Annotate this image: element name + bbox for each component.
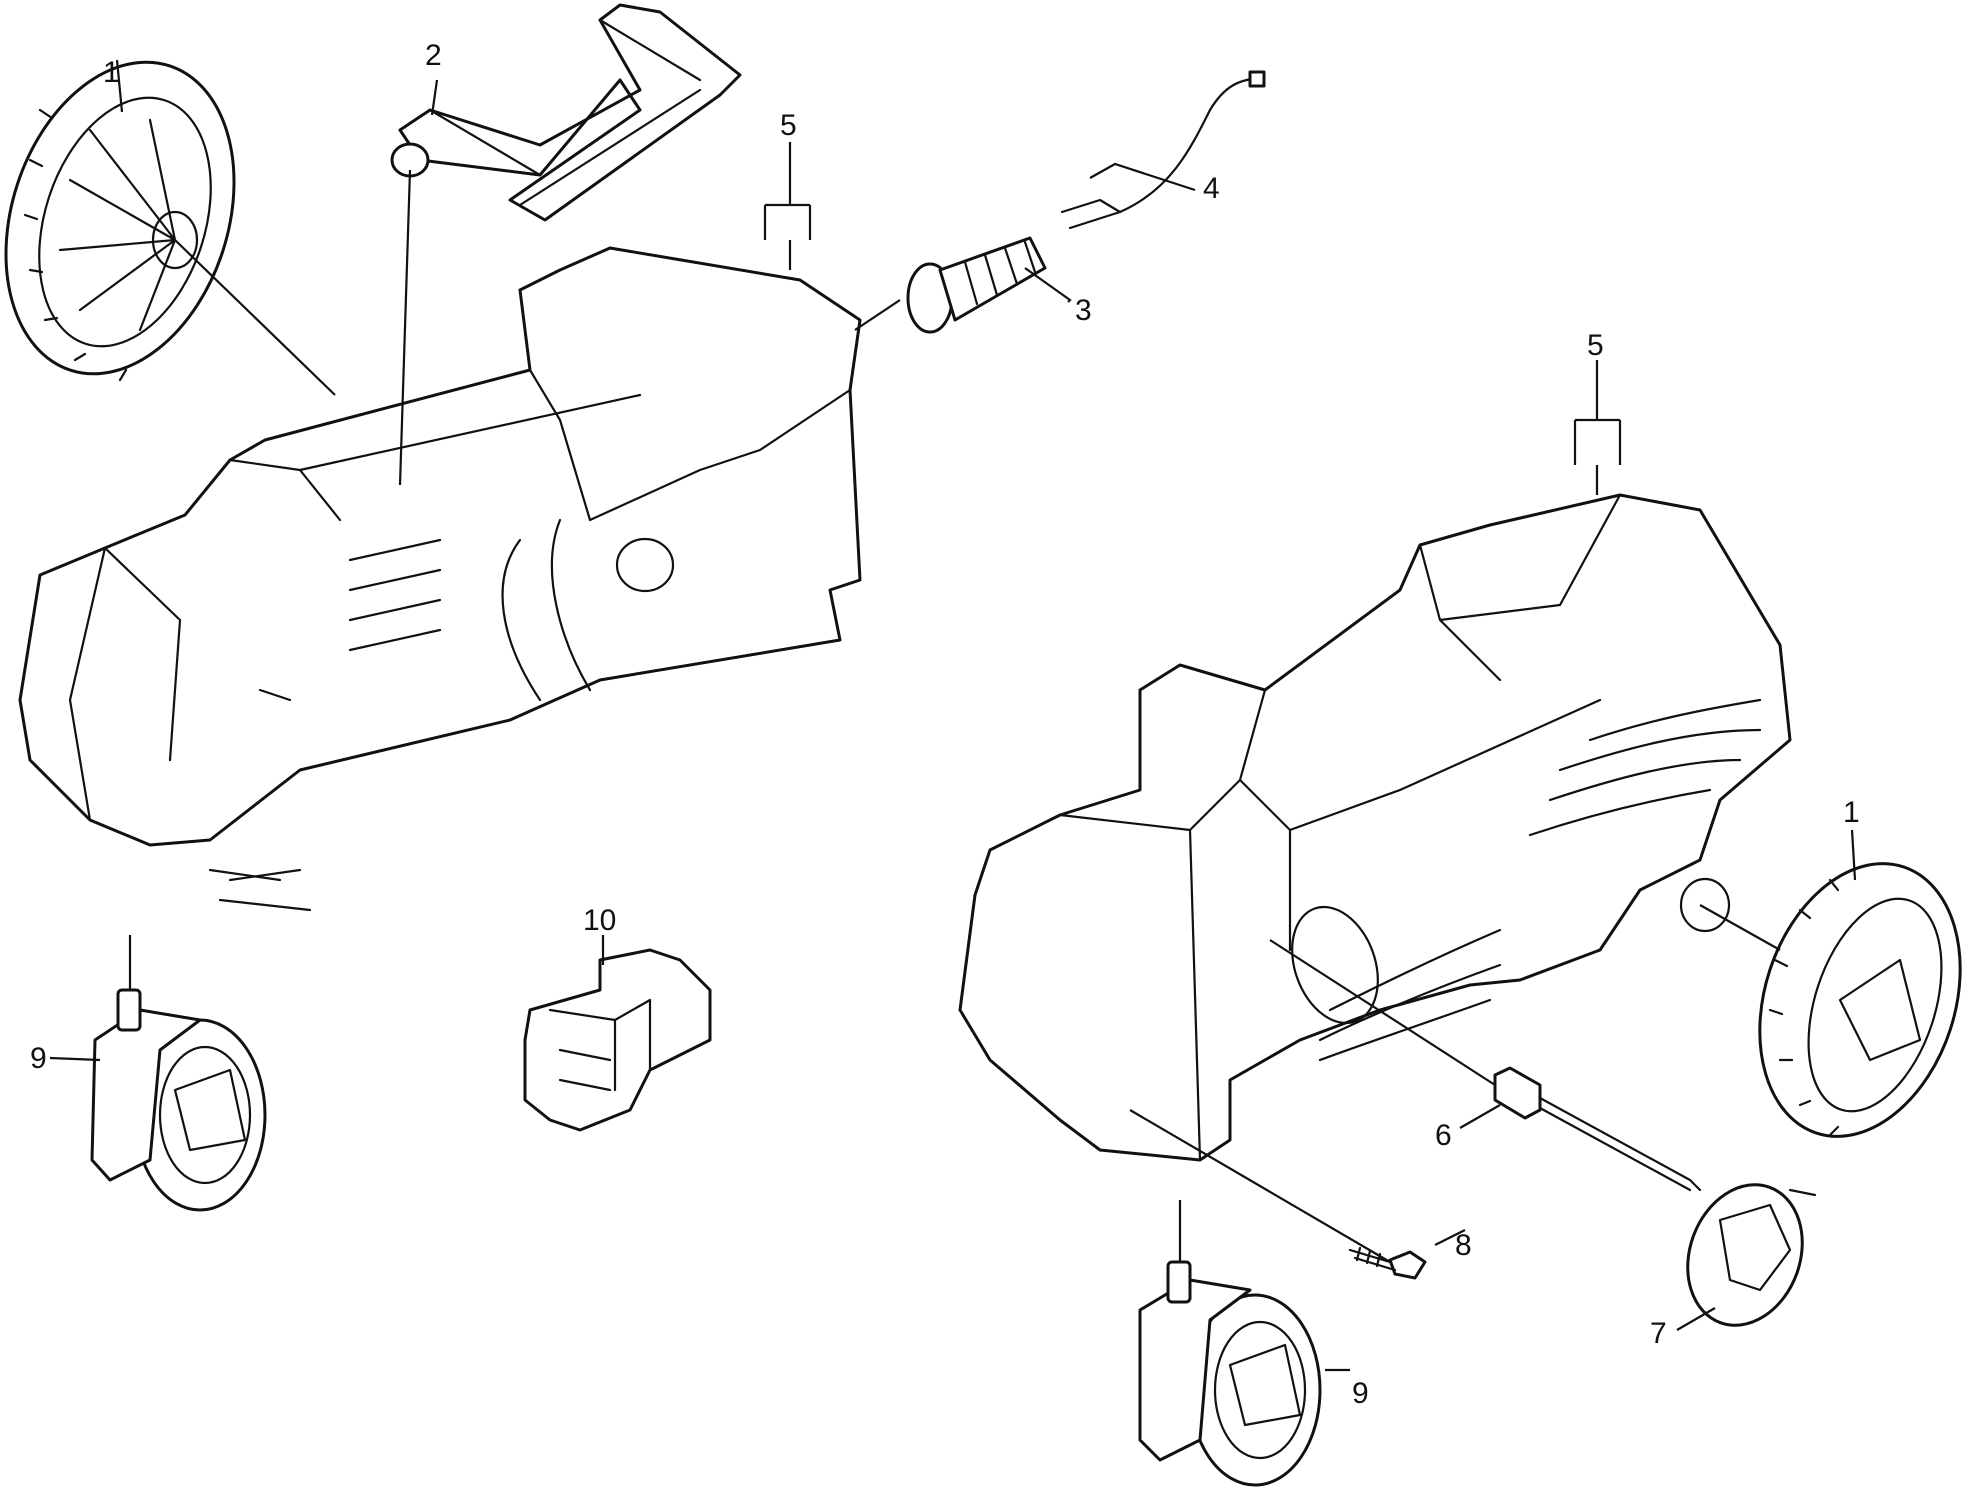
leader-8 <box>1434 1229 1466 1246</box>
leader-6-axis <box>1269 939 1496 1086</box>
caster-left-part <box>90 988 267 1212</box>
pin-part <box>1493 1066 1702 1192</box>
leader-1-right <box>1850 829 1857 881</box>
callout-labels: 1 2 5 4 3 5 1 10 9 6 8 7 9 <box>30 39 1860 1410</box>
cap-part <box>1686 1183 1817 1327</box>
leader-5-right <box>1573 360 1622 495</box>
leader-1-left <box>115 59 124 113</box>
callout-9-right: 9 <box>1352 1377 1369 1410</box>
leader-7 <box>1676 1307 1716 1331</box>
housing-right-part <box>958 493 1792 1162</box>
callout-9-left: 9 <box>30 1042 47 1075</box>
callout-3: 3 <box>1075 294 1092 327</box>
wheel-left-part <box>4 60 236 382</box>
leader-2 <box>398 79 439 486</box>
wheel-right-part <box>1758 862 1962 1138</box>
leader-1-left-axis <box>174 239 336 396</box>
callout-10: 10 <box>583 904 616 937</box>
switch-part <box>523 948 712 1132</box>
callout-5-left: 5 <box>780 109 797 142</box>
screw-part <box>1348 1246 1427 1280</box>
housing-left-part <box>18 246 862 912</box>
callout-1-right: 1 <box>1843 796 1860 829</box>
leader-1-right-axis <box>1699 904 1781 951</box>
caster-right-part <box>1138 1260 1322 1487</box>
leader-9-left <box>49 1056 101 1062</box>
leader-5-left <box>763 142 812 270</box>
callout-7: 7 <box>1650 1317 1667 1350</box>
callout-4: 4 <box>1203 172 1220 205</box>
leader-3-axis <box>854 299 901 331</box>
strain-relief-part <box>906 236 1047 334</box>
callout-2: 2 <box>425 39 442 72</box>
leader-8-axis <box>1129 1109 1391 1263</box>
callout-8: 8 <box>1455 1229 1472 1262</box>
leader-lines <box>49 59 1857 1372</box>
handle-part <box>390 3 742 222</box>
callout-6: 6 <box>1435 1119 1452 1152</box>
callout-1-left: 1 <box>103 56 120 89</box>
leader-6 <box>1459 1104 1501 1129</box>
callout-5-right: 5 <box>1587 329 1604 362</box>
power-cord-part <box>1060 70 1266 230</box>
leader-4 <box>1089 162 1196 192</box>
leader-3 <box>1024 267 1072 303</box>
